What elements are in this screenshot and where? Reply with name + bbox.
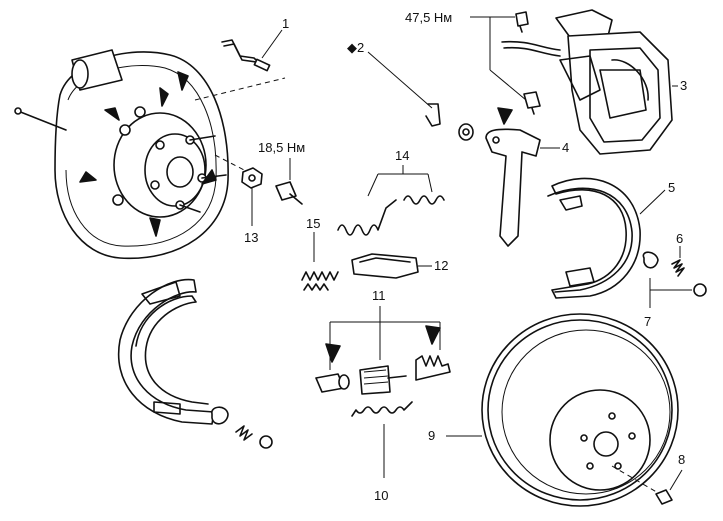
label-14: 14 (395, 148, 409, 163)
hub (113, 112, 207, 218)
part-11-adjuster-assembly: 11 (315, 288, 451, 395)
part-13-hub-nut: 13 (241, 167, 263, 245)
hub-bolt: 18,5 Нм (258, 140, 305, 205)
label-13: 13 (244, 230, 258, 245)
adjuster-wheel (359, 365, 391, 395)
torque-caliper-bolt: 47,5 Нм (405, 10, 452, 25)
label-5: 5 (668, 180, 675, 195)
caliper-body (567, 31, 673, 155)
adjuster-screw (415, 355, 451, 381)
clip (425, 103, 441, 127)
axle-bolt (17, 110, 67, 131)
label-12: 12 (434, 258, 448, 273)
backing-plate (54, 51, 229, 260)
label-4: 4 (562, 140, 569, 155)
part-5-brake-shoe-right: 5 (547, 177, 675, 299)
part-9-brake-disc: 9 (428, 313, 679, 507)
label-6: 6 (676, 231, 683, 246)
caliper-bolt-top (515, 11, 529, 33)
label-8: 8 (678, 452, 685, 467)
part-4-parking-lever: 4 (485, 107, 569, 247)
caliper-bolt-bottom (523, 91, 541, 115)
brake-line (501, 40, 561, 51)
torque-hub-bolt: 18,5 Нм (258, 140, 305, 155)
label-9: 9 (428, 428, 435, 443)
disc-center-hole (593, 431, 619, 457)
part-12-adjuster-plate: 12 (351, 253, 448, 279)
label-15: 15 (306, 216, 320, 231)
backing-plate-assembly (14, 49, 286, 260)
label-3: 3 (680, 78, 687, 93)
label-7: 7 (644, 314, 651, 329)
part-1-sensor-wire: 1 (221, 16, 289, 72)
axle-bolt-head (14, 107, 22, 115)
part-3-caliper: 3 47,5 Нм (405, 9, 687, 155)
part-8-disc-screw: 8 (655, 452, 685, 505)
lever-arrow (497, 107, 513, 125)
spring-a (337, 199, 397, 236)
part-2-clip: ◆2 (347, 40, 474, 141)
hub-center (166, 156, 194, 188)
lever (485, 128, 541, 247)
spring-b (403, 195, 445, 205)
part-7-hold-down-pin: 7 (642, 251, 707, 329)
shoe-lining (551, 177, 641, 299)
part-14-return-springs: 14 (337, 148, 445, 236)
label-2: ◆2 (347, 40, 364, 55)
part-6-hold-down-spring: 6 (671, 231, 685, 277)
part-15-small-springs: 15 (301, 216, 339, 291)
part-10-lower-spring: 10 (351, 401, 413, 503)
label-1: 1 (282, 16, 289, 31)
label-10: 10 (374, 488, 388, 503)
clip-washer (458, 123, 474, 141)
label-11: 11 (372, 288, 386, 303)
brake-shoe-left (117, 278, 273, 449)
